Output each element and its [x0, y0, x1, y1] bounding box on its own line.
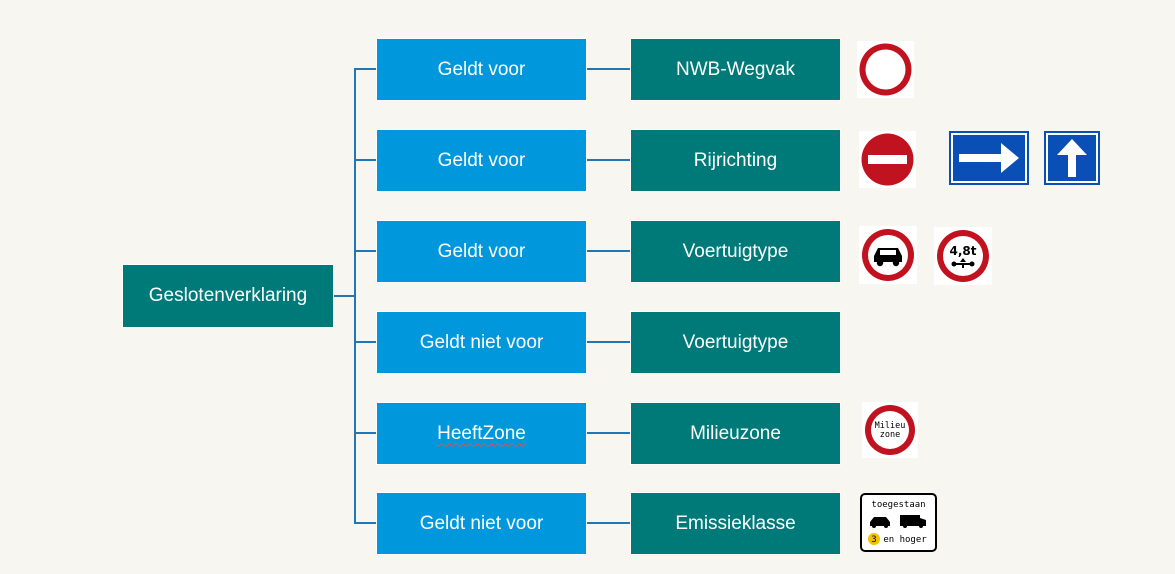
target-label: Voertuigtype	[682, 240, 789, 262]
one-way-arrow-up-icon	[1044, 131, 1100, 185]
link-line-5	[587, 432, 630, 434]
target-node-2: Rijrichting	[630, 129, 841, 192]
milieu-zone-sign-icon: Milieu zone	[862, 402, 918, 458]
link-line-4	[587, 341, 630, 343]
branch-line-4	[354, 341, 376, 343]
target-label: Milieuzone	[690, 422, 781, 444]
target-label: Voertuigtype	[682, 331, 789, 353]
no-motor-vehicles-sign-icon	[859, 226, 917, 284]
relation-node-6: Geldt niet voor	[376, 492, 587, 555]
relation-node-5: HeeftZone	[376, 402, 587, 465]
axle-weight-limit-sign-icon: 4,8t	[934, 227, 992, 285]
emission-header: toegestaan	[871, 500, 925, 510]
relation-node-1: Geldt voor	[376, 38, 587, 101]
relation-label: Geldt voor	[437, 58, 526, 80]
trunk-line	[354, 68, 356, 524]
target-node-5: Milieuzone	[630, 402, 841, 465]
relation-node-3: Geldt voor	[376, 220, 587, 283]
target-node-6: Emissieklasse	[630, 492, 841, 555]
relation-node-2: Geldt voor	[376, 129, 587, 192]
emission-suffix: en hoger	[883, 535, 927, 545]
target-label: Emissieklasse	[675, 512, 796, 534]
target-node-3: Voertuigtype	[630, 220, 841, 283]
relation-label: Geldt voor	[437, 240, 526, 262]
target-label: NWB-Wegvak	[676, 58, 795, 80]
root-connector	[334, 295, 356, 297]
relation-node-4: Geldt niet voor	[376, 311, 587, 374]
root-node-label: Geslotenverklaring	[148, 285, 308, 306]
no-entry-sign-icon	[859, 131, 916, 188]
relation-label: Geldt niet voor	[419, 512, 544, 534]
branch-line-3	[354, 250, 376, 252]
link-line-3	[587, 250, 630, 252]
target-label: Rijrichting	[693, 149, 778, 171]
branch-line-2	[354, 159, 376, 161]
emission-number: 3	[871, 535, 876, 545]
axle-weight-value: 4,8t	[950, 244, 977, 258]
link-line-6	[587, 522, 630, 524]
target-node-1: NWB-Wegvak	[630, 38, 841, 101]
relation-label: HeeftZone	[437, 422, 526, 444]
emission-class-sign-icon: toegestaan 3 en hoger	[860, 493, 937, 552]
one-way-arrow-right-icon	[949, 131, 1029, 185]
link-line-2	[587, 159, 630, 161]
branch-line-1	[354, 68, 376, 70]
relation-label: Geldt niet voor	[419, 331, 544, 353]
root-node: Geslotenverklaring	[122, 264, 334, 328]
target-node-4: Voertuigtype	[630, 311, 841, 374]
link-line-1	[587, 68, 630, 70]
branch-line-5	[354, 432, 376, 434]
branch-line-6	[354, 522, 376, 524]
closed-road-sign-icon	[857, 41, 914, 98]
relation-label: Geldt voor	[437, 149, 526, 171]
milieu-zone-line2: zone	[880, 430, 900, 440]
milieu-zone-line1: Milieu	[875, 421, 906, 431]
